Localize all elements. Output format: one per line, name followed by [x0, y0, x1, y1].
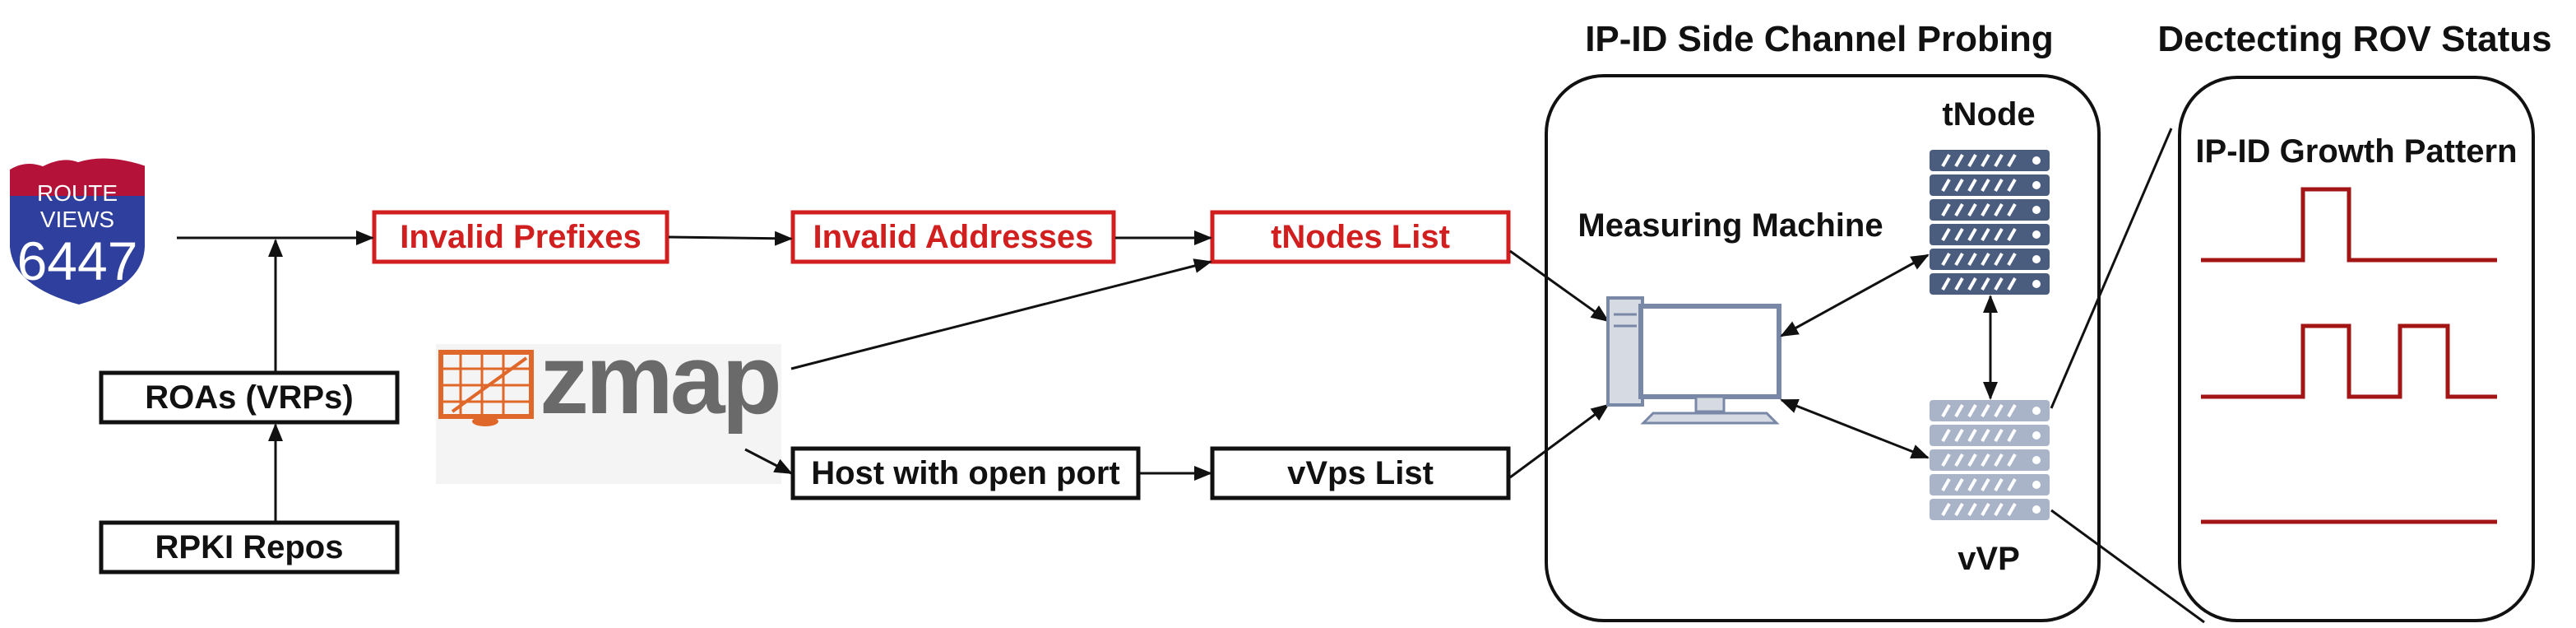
vvp-label: vVP — [1957, 541, 2020, 577]
pipeline-arrows — [177, 230, 1610, 521]
arrow-zmap-to-tnodes — [790, 258, 1212, 370]
tnode-label: tNode — [1942, 96, 2035, 133]
rov-panel — [2178, 76, 2535, 622]
invalid-prefixes-label: Invalid Prefixes — [400, 219, 641, 255]
arrow-machine-vvp — [1780, 398, 1930, 459]
probing-arrows — [1780, 254, 1998, 459]
probing-title: IP-ID Side Channel Probing — [1585, 19, 2054, 59]
tnode-server-icon — [1930, 150, 2050, 295]
invalid-addresses-box — [790, 210, 1116, 264]
zmap-text: zmap — [540, 324, 779, 435]
arrow-machine-tnode — [1780, 254, 1930, 337]
arrow-vvps-to-machine — [1509, 403, 1610, 479]
tnodes-list-label: tNodes List — [1271, 219, 1450, 255]
routeviews-logo: ROUTE VIEWS 6447 — [7, 155, 148, 309]
arrow-tnodes-to-machine — [1509, 249, 1610, 323]
tnodes-list-box — [1210, 210, 1511, 264]
vvps-list-box — [1210, 446, 1511, 500]
invalid-addresses-label: Invalid Addresses — [813, 219, 1094, 255]
rpki-repos-label: RPKI Repos — [155, 529, 344, 565]
routeviews-number-text: 6447 — [17, 230, 138, 291]
zoom-connectors — [2050, 128, 2205, 624]
zmap-grid-icon — [438, 350, 534, 426]
invalid-prefixes-box — [372, 210, 669, 264]
growth-pattern-label: IP-ID Growth Pattern — [2195, 133, 2517, 170]
zmap-logo: zmap — [436, 324, 782, 484]
roas-label: ROAs (VRPs) — [145, 379, 353, 416]
routeviews-middle-text: VIEWS — [40, 207, 114, 232]
computer-icon — [1606, 296, 1781, 425]
arrow-prefixes-to-addresses — [668, 230, 793, 246]
host-open-port-box — [790, 446, 1141, 500]
routeviews-top-text: ROUTE — [37, 180, 118, 206]
rpki-repos-box — [99, 520, 400, 575]
vvp-server-icon — [1930, 400, 2050, 520]
probing-panel — [1545, 74, 2101, 622]
host-open-port-label: Host with open port — [811, 455, 1120, 491]
roas-box — [99, 370, 400, 425]
arrow-zmap-to-host — [744, 448, 793, 475]
pattern-double-spike — [2201, 323, 2497, 399]
pattern-single-spike — [2201, 187, 2497, 263]
vvps-list-label: vVps List — [1287, 455, 1434, 491]
measuring-machine-label: Measuring Machine — [1578, 207, 1883, 244]
rov-title: Dectecting ROV Status — [2157, 19, 2551, 59]
ip-id-patterns — [2201, 187, 2497, 524]
